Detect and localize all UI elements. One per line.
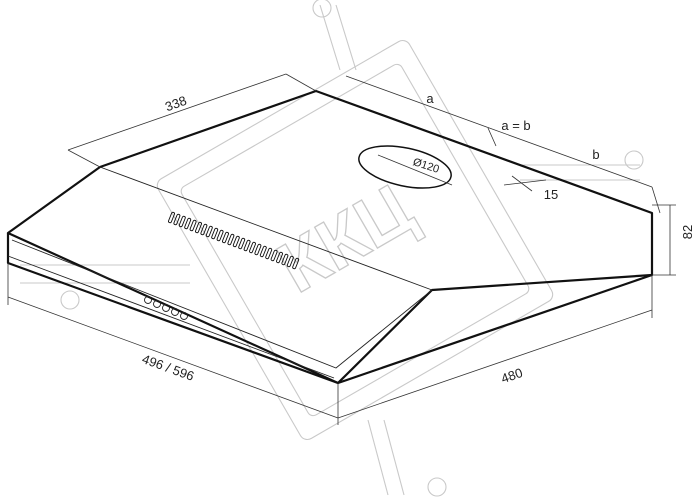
grille-slot xyxy=(195,221,202,234)
grille-slot xyxy=(254,243,262,256)
grille-slot xyxy=(189,219,197,232)
grille-slot xyxy=(265,247,273,260)
control-buttons-icon xyxy=(144,296,188,320)
grille-slot xyxy=(286,255,294,268)
watermark-text: ККЦ xyxy=(265,169,427,309)
grille-slot xyxy=(200,223,208,236)
hood-body xyxy=(6,89,654,385)
grille-slot xyxy=(249,241,256,254)
grille-slot xyxy=(281,253,289,266)
grille-slot xyxy=(292,257,300,270)
grille-slot xyxy=(173,213,181,226)
vent-grille-icon xyxy=(168,211,300,270)
grille-slot xyxy=(270,249,278,262)
grille-slot xyxy=(232,235,240,248)
hood-front-lower-inner xyxy=(7,255,335,379)
label-a: a xyxy=(426,91,434,106)
hood-right-edge xyxy=(337,273,653,385)
hood-ridge-line xyxy=(99,166,433,291)
grille-slot xyxy=(216,229,224,242)
label-offset: 15 xyxy=(544,187,558,202)
grille-slot xyxy=(243,239,251,252)
label-height: 82 xyxy=(680,225,695,239)
grille-slot xyxy=(238,237,246,250)
outlet-circle xyxy=(358,145,452,189)
grille-slot xyxy=(184,217,192,230)
grille-slot xyxy=(168,211,175,224)
grille-slot xyxy=(205,225,213,238)
label-depth-side: 480 xyxy=(499,365,524,386)
grille-slot xyxy=(259,245,267,258)
grille-slot xyxy=(211,227,219,240)
grille-slot xyxy=(227,233,235,246)
grille-slot xyxy=(178,215,186,228)
watermark: ККЦ xyxy=(20,0,644,497)
label-depth-top: 338 xyxy=(163,93,189,115)
grille-slot xyxy=(222,231,229,244)
hood-front-inner-edge xyxy=(11,239,433,369)
dimension-lines xyxy=(7,73,676,425)
grille-slot xyxy=(276,251,283,264)
label-a-equals-b: a = b xyxy=(501,118,530,133)
hood-top-face xyxy=(6,89,654,385)
label-b: b xyxy=(592,147,599,162)
